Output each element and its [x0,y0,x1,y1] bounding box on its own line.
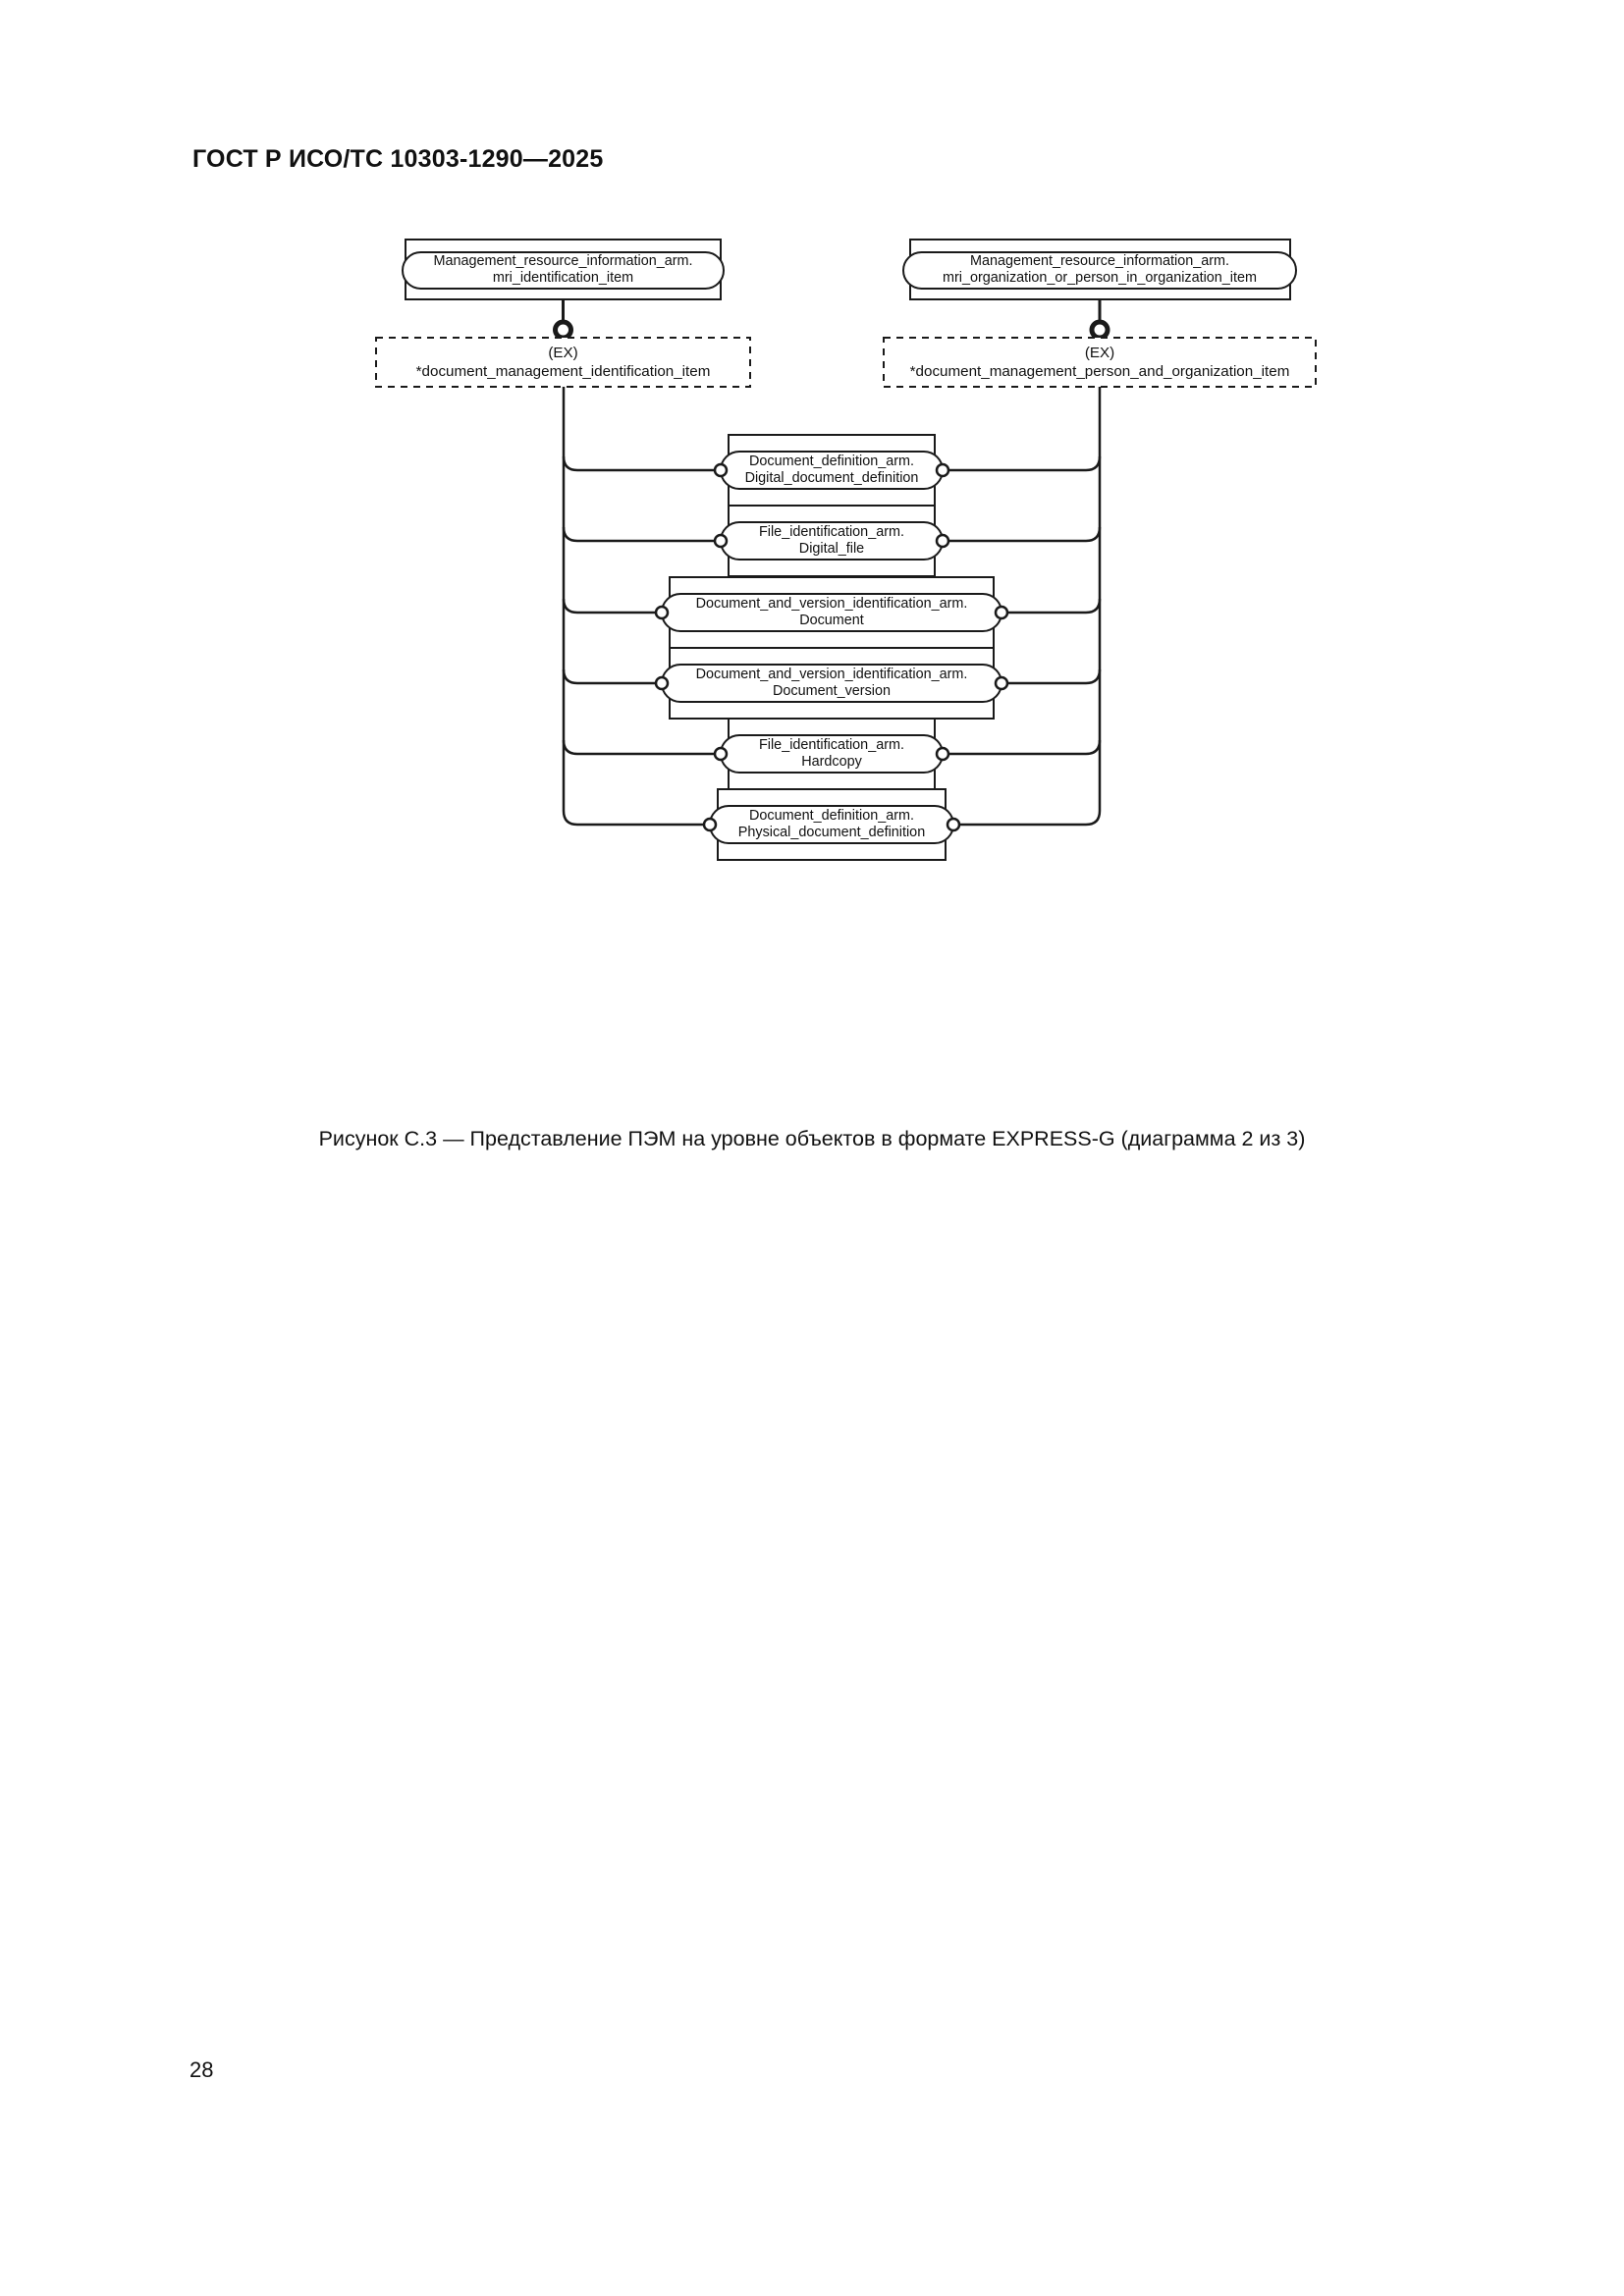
supertype-box-mri-identification-item: Management_resource_information_arm. mri… [402,239,725,300]
relation-lines-right-trunk [948,387,1102,827]
document-header: ГОСТ Р ИСО/ТС 10303-1290—2025 [192,145,604,173]
select-name-label: *document_management_identification_item [416,363,711,380]
entity-label-line2: Document [799,613,864,628]
select-tag-label: (EX) [1085,345,1114,361]
entity-label-line1: File_identification_arm. [759,737,904,753]
entity-left-circle-icon [654,605,670,620]
entity-left-circle-icon [702,817,718,832]
entity-left-circle-icon [654,675,670,691]
entity-box-hardcopy: File_identification_arm. Hardcopy [713,718,950,790]
connector-right-supertype-to-select [1089,299,1110,341]
entity-right-circle-icon [935,533,950,549]
entity-box-digital-file: File_identification_arm. Digital_file [713,505,950,577]
entity-left-circle-icon [713,533,729,549]
supertype-circle-icon [553,319,573,341]
entity-label-line2: Document_version [773,683,891,699]
entity-right-circle-icon [994,605,1009,620]
entity-right-circle-icon [935,746,950,762]
select-box-document-management-identification-item: (EX) *document_management_identification… [375,337,751,388]
entity-box-digital-document-definition: Document_definition_arm. Digital_documen… [713,434,950,507]
connector-left-supertype-to-select [553,299,573,341]
supertype-label-line2: mri_identification_item [493,270,633,286]
supertype-label-line2: mri_organization_or_person_in_organizati… [943,270,1257,286]
entity-right-circle-icon [994,675,1009,691]
entity-left-circle-icon [713,746,729,762]
page-number: 28 [189,2057,214,2082]
figure-caption: Рисунок С.3 — Представление ПЭМ на уровн… [318,1127,1306,1150]
supertype-circle-icon [1089,319,1110,341]
entity-right-circle-icon [946,817,961,832]
entity-box-document: Document_and_version_identification_arm.… [654,576,1009,649]
entity-label-line2: Digital_document_definition [745,470,919,486]
supertype-label-line1: Management_resource_information_arm. [434,253,693,269]
entity-label-line1: Document_definition_arm. [749,808,914,824]
express-g-svg-canvas: Management_resource_information_arm. mri… [375,239,1317,861]
entity-label-line2: Digital_file [799,541,864,557]
supertype-label-line1: Management_resource_information_arm. [970,253,1229,269]
entity-box-physical-document-definition: Document_definition_arm. Physical_docume… [702,788,961,861]
entity-label-line1: Document_definition_arm. [749,454,914,469]
figure-express-g-diagram: Management_resource_information_arm. mri… [0,211,1624,1124]
entity-label-line2: Hardcopy [801,754,862,770]
entity-box-document-version: Document_and_version_identification_arm.… [654,647,1009,720]
select-tag-label: (EX) [548,345,577,361]
entity-left-circle-icon [713,462,729,478]
select-name-label: *document_management_person_and_organiza… [910,363,1290,380]
select-box-document-management-person-and-organization-item: (EX) *document_management_person_and_org… [883,337,1317,388]
entity-label-line1: File_identification_arm. [759,524,904,540]
relation-lines-left-trunk [562,387,715,827]
entity-label-line2: Physical_document_definition [738,825,925,840]
entity-label-line1: Document_and_version_identification_arm. [696,667,968,682]
entity-right-circle-icon [935,462,950,478]
entity-label-line1: Document_and_version_identification_arm. [696,596,968,612]
supertype-box-mri-organization-or-person-in-organization-item: Management_resource_information_arm. mri… [902,239,1297,300]
